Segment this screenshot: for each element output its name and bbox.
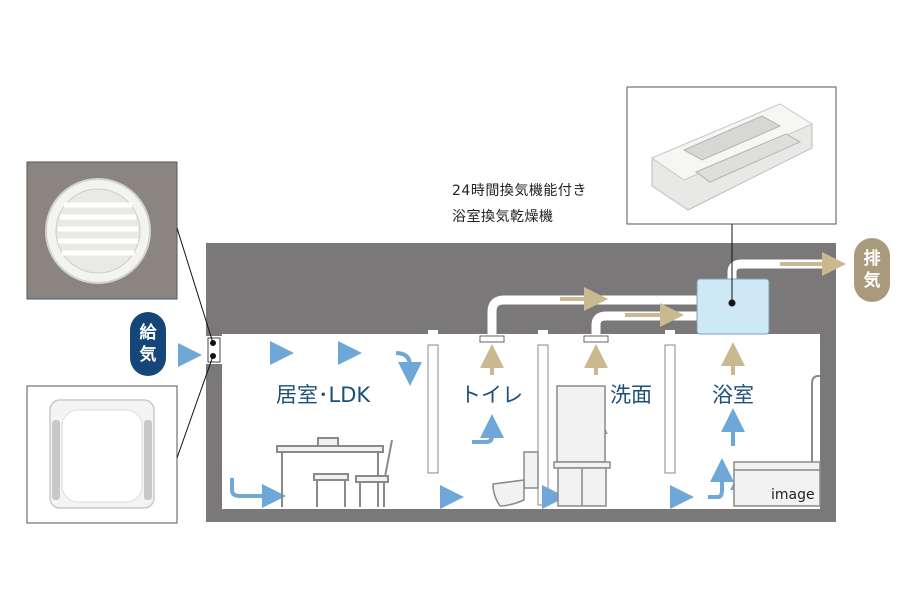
ceiling-stub-2: [538, 330, 548, 338]
ceiling-grille-toilet: [479, 335, 505, 343]
airflow-arrow-floor-left: [230, 478, 286, 508]
room-label-living: 居室･LDK: [276, 383, 371, 407]
exhaust-char-1: 排: [863, 249, 881, 269]
supply-char-1: 給: [139, 323, 157, 343]
airflow-arrow-bathroom-up-2: [708, 458, 734, 499]
exhaust-air-badge: 排 気: [854, 238, 890, 302]
ceiling-grille-washroom: [583, 335, 609, 343]
supply-air-badge: 給 気: [130, 312, 166, 376]
room-label-washroom: 洗面: [610, 383, 652, 407]
supply-vent-frame: [207, 337, 221, 363]
image-watermark: image: [771, 487, 815, 503]
duct-toilet: [487, 295, 700, 336]
airflow-arrow-living-down: [395, 351, 422, 386]
callout-line-supply-unit: [176, 355, 214, 459]
partition-wall-3: [664, 344, 676, 474]
dining-chair-side: [355, 439, 393, 507]
ceiling-stub-3: [665, 330, 675, 338]
bath-dryer-photo: [650, 103, 814, 211]
shower-fixture: [811, 375, 820, 462]
airflow-arrow-toilet-up: [472, 414, 504, 444]
supply-char-2: 気: [139, 345, 157, 365]
ventilation-unit: [696, 278, 770, 335]
room-label-bathroom: 浴室: [712, 383, 754, 407]
supply-grille-photo: [45, 178, 151, 284]
room-label-toilet: トイレ: [460, 383, 523, 407]
callout-dot-supply-unit: [210, 353, 216, 359]
partition-wall-2: [537, 344, 549, 506]
callout-dot-grille: [210, 340, 216, 346]
dining-chair-front: [313, 473, 349, 507]
duct-washroom: [591, 311, 700, 336]
partition-wall-1: [427, 344, 439, 474]
bathtub: [733, 461, 821, 507]
toilet-fixture: [492, 451, 539, 507]
supply-unit-photo: [49, 399, 155, 509]
vanity-unit: [553, 385, 611, 507]
ceiling-stub-1: [428, 330, 438, 338]
caption-line-2: 浴室換気乾燥機: [452, 209, 554, 225]
callout-line-grille: [176, 227, 214, 344]
caption-line-1: 24時間換気機能付き: [452, 183, 587, 199]
exhaust-char-2: 気: [863, 271, 881, 291]
